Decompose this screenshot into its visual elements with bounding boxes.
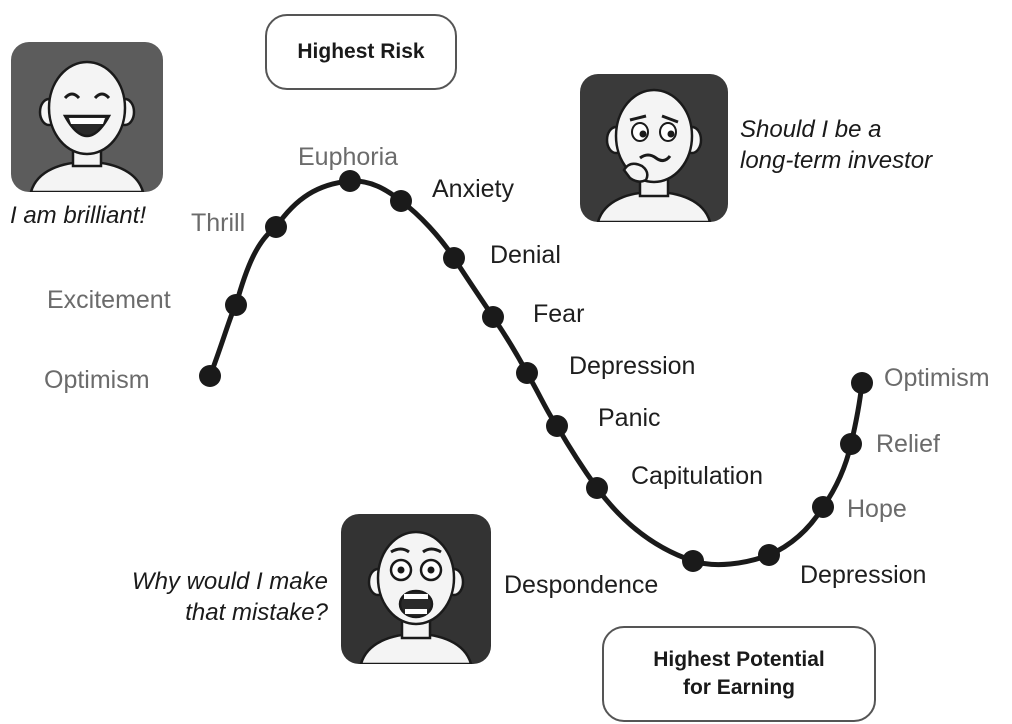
highest-potential-line-2: for Earning: [682, 676, 795, 699]
stage-label-denial: Denial: [490, 241, 561, 269]
stage-label-panic: Panic: [598, 404, 661, 432]
stage-label-fear: Fear: [533, 300, 585, 328]
stage-dot-euphoria: [339, 170, 361, 192]
stage-label-depression-1: Depression: [569, 352, 696, 380]
stage-dot-capitulation: [586, 477, 608, 499]
stage-label-anxiety: Anxiety: [432, 175, 514, 203]
stage-dot-depression-2: [758, 544, 780, 566]
mistake-caption: Why would I make that mistake?: [82, 566, 328, 628]
stage-dot-depression-1: [516, 362, 538, 384]
stage-label-despondence: Despondence: [504, 571, 659, 599]
brilliant-caption: I am brilliant!: [10, 200, 146, 231]
stage-dot-anxiety: [390, 190, 412, 212]
highest-potential-callout: Highest Potential for Earning: [602, 626, 876, 722]
mistake-caption-line-1: Why would I make: [131, 568, 328, 595]
highest-potential-line-1: Highest Potential: [653, 647, 825, 671]
stage-label-hope: Hope: [847, 495, 907, 523]
investor-caption: Should I be a long-term investor: [740, 114, 932, 176]
stage-label-capitulation: Capitulation: [631, 462, 764, 490]
laughing-face-icon: [11, 42, 163, 192]
stage-label-euphoria: Euphoria: [298, 143, 399, 171]
stage-dot-hope: [812, 496, 834, 518]
stage-dot-excitement: [225, 294, 247, 316]
investor-caption-line-1: Should I be a: [740, 116, 882, 143]
brilliant-caption-text: I am brilliant!: [10, 202, 147, 229]
stage-dot-fear: [482, 306, 504, 328]
stage-dot-panic: [546, 415, 568, 437]
stage-label-optimism-end: Optimism: [884, 364, 990, 392]
screaming-face-icon: [341, 514, 491, 664]
stage-label-optimism-start: Optimism: [44, 366, 150, 394]
stage-label-relief: Relief: [876, 430, 940, 458]
stage-dot-optimism-end: [851, 372, 873, 394]
stage-label-depression-2: Depression: [800, 561, 927, 589]
stage-dots: [199, 170, 873, 572]
investor-caption-line-2: long-term investor: [740, 147, 933, 175]
highest-risk-callout: Highest Risk: [265, 14, 457, 90]
worried-face-icon: [580, 74, 728, 222]
stage-label-thrill: Thrill: [191, 209, 246, 237]
mistake-caption-line-2: that mistake?: [185, 599, 328, 627]
stage-dot-optimism-start: [199, 365, 221, 387]
stage-label-excitement: Excitement: [47, 286, 171, 314]
stage-dot-thrill: [265, 216, 287, 238]
stage-dot-relief: [840, 433, 862, 455]
stage-dot-denial: [443, 247, 465, 269]
stage-dot-despondence: [682, 550, 704, 572]
highest-risk-text: Highest Risk: [297, 39, 425, 63]
